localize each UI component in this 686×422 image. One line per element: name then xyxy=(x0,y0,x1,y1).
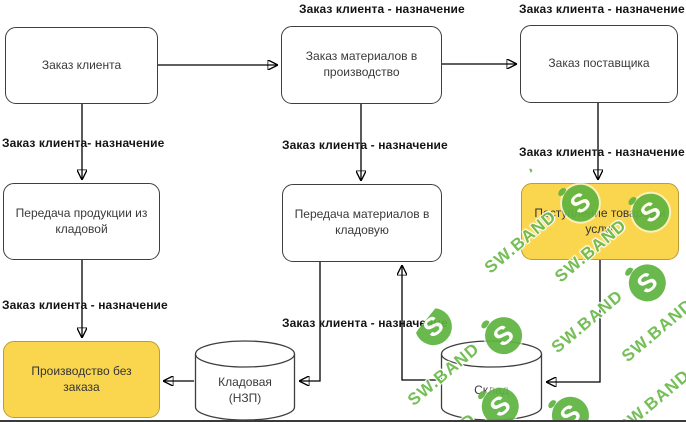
watermark-logo-icon: S xyxy=(488,97,540,149)
node-customer-order: Заказ клиента xyxy=(5,27,158,104)
node-goods-receipt: Поступление товаров и услуг xyxy=(521,183,679,260)
node-materials-order: Заказ материалов в производство xyxy=(281,26,442,104)
watermark-logo-icon: S xyxy=(544,389,597,422)
storeroom-label: Кладовая (НЗП) xyxy=(218,375,272,405)
node-warehouse: Склад xyxy=(440,340,543,422)
node-production-no-order: Производство без заказа xyxy=(3,341,160,418)
watermark-text: SW.BAND xyxy=(614,365,686,422)
watermark-logo-icon: S xyxy=(197,274,249,326)
node-supplier-order: Заказ поставщика xyxy=(520,25,678,103)
edge-label: Заказ клиента - назначение xyxy=(2,298,168,312)
watermark-text: SW.BAND xyxy=(617,295,686,366)
edge-goods-receipt-to-warehouse xyxy=(546,260,601,382)
node-product-transfer: Передача продукции из кладовой xyxy=(3,183,160,260)
edge-label: Заказ клиента - назначение xyxy=(299,2,465,16)
watermark-logo-icon: S xyxy=(621,256,674,309)
watermark-text: SW.BAND xyxy=(333,329,413,401)
edge-label: Заказ клиента- назначение xyxy=(2,136,165,150)
node-materials-transfer: Передача материалов в кладовую xyxy=(282,184,442,262)
node-storeroom-nzp: Кладовая (НЗП) xyxy=(194,340,296,422)
warehouse-label: Склад xyxy=(474,383,509,398)
cylinder-shape-icon xyxy=(194,340,296,421)
image-bottom-border xyxy=(0,420,686,422)
watermark-text: SW.BAND xyxy=(547,286,627,357)
edge-label: Заказ клиента - назначение xyxy=(519,145,685,159)
edge-label: Заказ клиента - назначение xyxy=(519,2,685,16)
edge-label: Заказ клиента - назначение xyxy=(282,316,448,330)
edge-label: Заказ клиента - назначение xyxy=(282,138,448,152)
